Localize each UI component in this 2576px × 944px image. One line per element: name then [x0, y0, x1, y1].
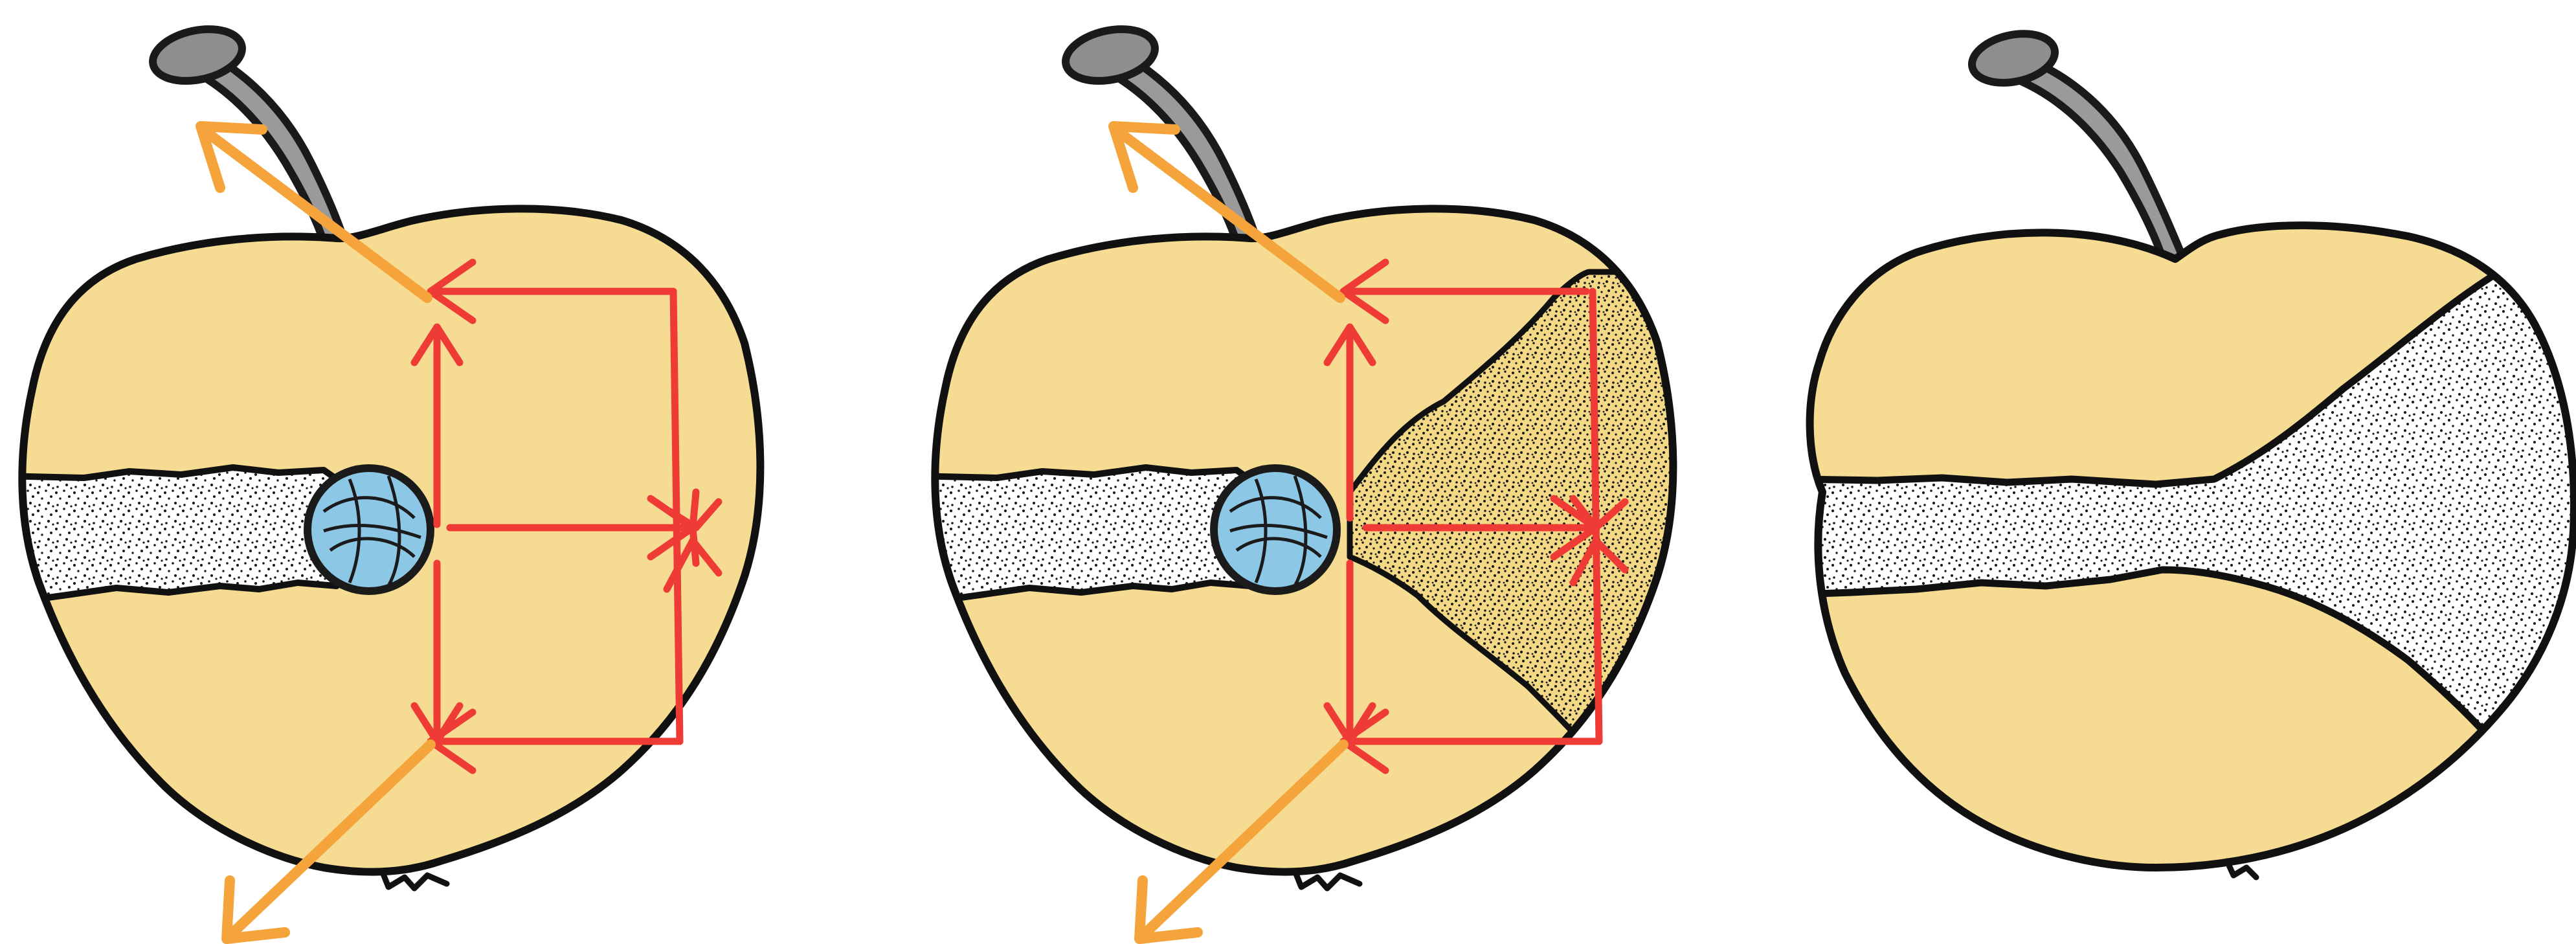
panel-2	[913, 21, 1690, 939]
wound-channel	[0, 467, 337, 599]
bullet-icon	[1214, 468, 1337, 591]
panel-3	[1800, 27, 2576, 877]
bullet-icon	[308, 468, 431, 591]
panel-1	[0, 21, 760, 939]
